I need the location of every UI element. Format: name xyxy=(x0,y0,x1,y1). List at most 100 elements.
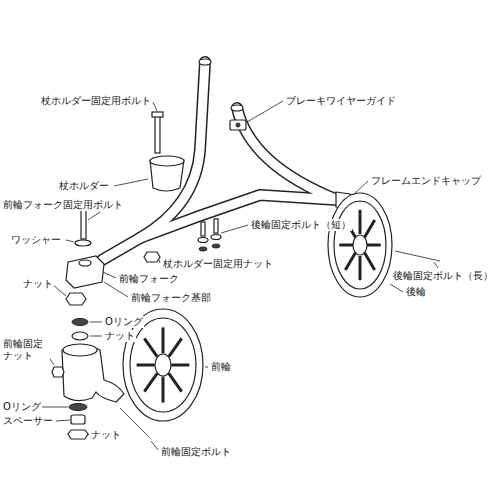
illustration-stroke xyxy=(221,225,248,233)
part-label: 杖ホルダー xyxy=(58,180,110,192)
illustration-stroke xyxy=(52,284,66,296)
illustration-stroke xyxy=(144,252,160,262)
illustration-stroke xyxy=(90,336,102,337)
illustration-stroke xyxy=(102,238,140,260)
illustration-stroke xyxy=(353,181,368,195)
illustration-stroke xyxy=(198,238,208,243)
part-label: Oリング xyxy=(104,316,144,328)
illustration-stroke xyxy=(201,222,205,236)
wheel-spoke xyxy=(365,220,375,237)
wheel-spoke xyxy=(144,373,157,391)
part-label: ナット xyxy=(22,278,54,290)
part-label: 杖ホルダー固定用ナット xyxy=(162,258,274,270)
illustration-stroke xyxy=(155,115,160,153)
illustration-stroke xyxy=(328,193,392,297)
part-label: ブレーキワイヤーガイド xyxy=(285,95,397,107)
illustration-stroke xyxy=(214,219,218,233)
illustration-stroke xyxy=(71,415,85,424)
illustration-stroke xyxy=(150,156,184,166)
wheel-spoke xyxy=(339,244,353,247)
rear-short-bolts xyxy=(198,219,221,251)
illustration-stroke xyxy=(62,345,124,402)
illustration-stroke xyxy=(90,322,102,323)
illustration-stroke xyxy=(130,318,196,412)
illustration-stroke xyxy=(69,404,87,411)
part-label: ナット xyxy=(90,429,122,441)
illustration-stroke xyxy=(63,344,97,356)
wheel-spoke xyxy=(359,256,362,280)
wheel-spoke xyxy=(169,373,182,391)
illustration-stroke xyxy=(120,408,150,438)
part-label: 前輪 xyxy=(210,361,232,373)
cane-holder xyxy=(150,112,184,191)
cane-holder-nut xyxy=(144,252,160,262)
illustration-stroke xyxy=(152,112,163,117)
illustration-stroke xyxy=(150,157,184,191)
front-wheel xyxy=(120,309,203,438)
illustration-stroke xyxy=(52,367,64,377)
part-label: 後輪固定ボルト（長） xyxy=(392,270,494,282)
illustration-stroke xyxy=(68,430,88,439)
illustration-stroke xyxy=(66,293,86,305)
wheel-spoke xyxy=(144,338,157,356)
illustration-stroke xyxy=(151,441,158,450)
illustration-stroke xyxy=(237,108,338,200)
illustration-stroke xyxy=(212,244,220,248)
illustration-stroke xyxy=(72,319,88,326)
illustration-stroke xyxy=(155,354,171,376)
illustration-stroke xyxy=(137,327,190,402)
illustration-stroke xyxy=(199,59,211,65)
illustration-stroke xyxy=(236,123,240,127)
illustration-stroke xyxy=(88,212,100,220)
illustration-stroke xyxy=(231,105,243,111)
brake-wire-guide xyxy=(230,120,246,130)
part-label: 杖ホルダー固定用ボルト xyxy=(40,95,152,107)
illustration-stroke xyxy=(140,62,205,238)
illustration-stroke xyxy=(353,235,367,255)
wheel-spoke xyxy=(345,253,355,270)
wheel-spoke xyxy=(169,338,182,356)
part-label: 前輪固定 ナット xyxy=(2,338,50,362)
illustration-stroke xyxy=(88,434,89,435)
illustration-stroke xyxy=(75,240,91,246)
wheel-spoke xyxy=(359,210,362,234)
illustration-stroke xyxy=(211,235,221,240)
illustration-stroke xyxy=(395,251,440,261)
part-label: Oリング xyxy=(2,401,42,413)
part-label: 前輪固定ボルト xyxy=(160,446,232,458)
illustration-stroke xyxy=(72,332,88,340)
part-label: ワッシャー xyxy=(10,234,62,246)
part-label: 後輪固定ボルト（短） xyxy=(250,219,352,231)
illustration-stroke xyxy=(237,108,338,200)
part-label: 後輪 xyxy=(405,286,427,298)
illustration-stroke xyxy=(434,262,438,268)
wheel-spoke xyxy=(137,364,155,367)
illustration-stroke xyxy=(42,407,68,408)
illustration-stroke xyxy=(247,101,283,122)
illustration-stroke xyxy=(56,420,70,421)
illustration-stroke xyxy=(102,238,140,260)
part-label: スペーサー xyxy=(2,415,54,427)
illustration-stroke xyxy=(66,256,104,288)
wheel-spoke xyxy=(162,377,165,403)
illustration-stroke xyxy=(79,260,91,266)
wheel-spoke xyxy=(162,327,165,353)
illustration-stroke xyxy=(159,260,160,263)
illustration-stroke xyxy=(66,240,74,242)
part-label: 前輪フォーク固定用ボルト xyxy=(2,199,124,211)
part-label: フレームエンドキャップ xyxy=(370,175,482,187)
illustration-stroke xyxy=(140,195,338,238)
illustration-stroke xyxy=(334,201,386,289)
part-label: 前輪フォーク基部 xyxy=(130,292,212,304)
illustration-stroke xyxy=(230,120,246,130)
illustration-stroke xyxy=(103,272,116,278)
illustration-stroke xyxy=(390,284,403,292)
wheel-spoke xyxy=(365,253,375,270)
part-label: ナット xyxy=(104,330,136,342)
illustration-stroke xyxy=(114,179,148,186)
illustration-stroke xyxy=(153,102,157,111)
leader-lines xyxy=(42,101,438,450)
